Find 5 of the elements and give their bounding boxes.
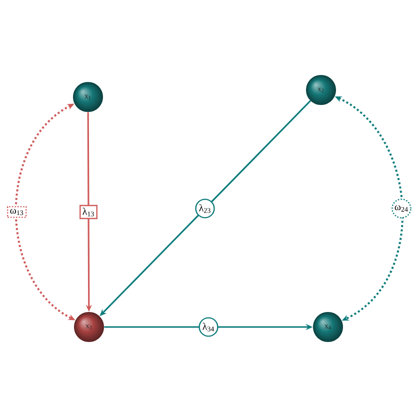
- edge-label: λ$_{34}$: [198, 317, 218, 337]
- edge-label: ω$_{24}$: [392, 198, 412, 218]
- edge-label: λ$_{23}$: [195, 198, 215, 218]
- edge-label: λ$_{13}$: [80, 204, 98, 220]
- edge-label: ω$_{13}$: [7, 206, 27, 218]
